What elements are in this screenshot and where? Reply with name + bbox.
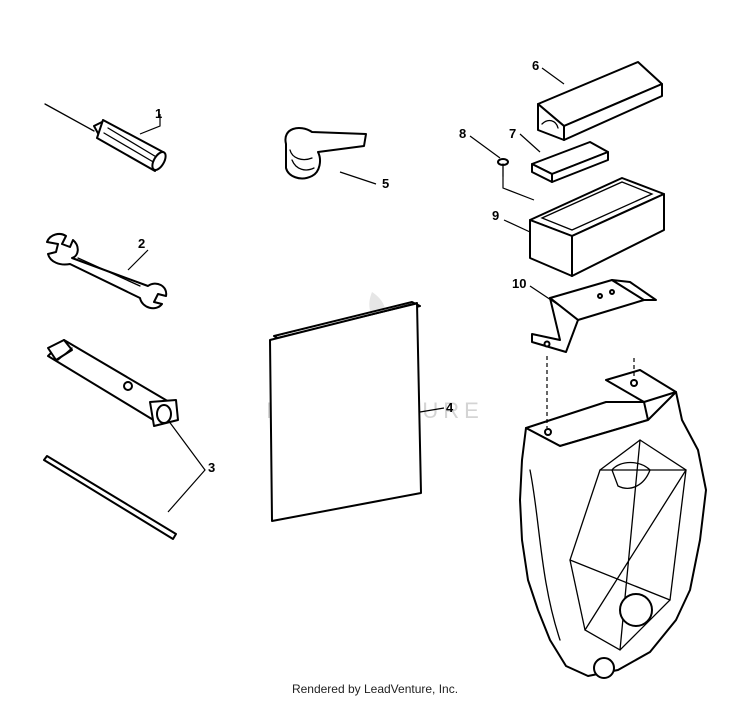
housing-mount-top bbox=[605, 369, 677, 403]
wrench-part bbox=[46, 233, 168, 310]
pad-part bbox=[531, 141, 609, 183]
callout-6: 6 bbox=[532, 58, 539, 73]
screw-part bbox=[497, 158, 509, 177]
leader-8b bbox=[502, 176, 535, 201]
leader-1 bbox=[139, 114, 161, 135]
leader-3 bbox=[167, 419, 206, 513]
callout-4: 4 bbox=[446, 400, 454, 415]
bracket-leg bbox=[531, 297, 579, 353]
leader-lines bbox=[127, 67, 635, 513]
box-side bbox=[571, 193, 665, 277]
callouts: 1 2 3 4 5 6 7 8 9 10 bbox=[138, 58, 539, 475]
tommy-bar bbox=[43, 455, 177, 540]
leader-9 bbox=[503, 219, 531, 233]
manual-cover bbox=[269, 302, 422, 522]
socket-part bbox=[47, 339, 179, 427]
callout-8: 8 bbox=[459, 126, 466, 141]
leader-6 bbox=[541, 67, 565, 85]
tool-box-part bbox=[529, 177, 665, 277]
leader-7 bbox=[519, 133, 541, 153]
socket-hex bbox=[156, 404, 172, 424]
housing-part bbox=[519, 369, 707, 679]
callout-3: 3 bbox=[208, 460, 215, 475]
lid-side bbox=[563, 83, 663, 141]
strap-part bbox=[284, 127, 367, 180]
screwdriver-part bbox=[44, 103, 167, 172]
callout-5: 5 bbox=[382, 176, 389, 191]
callout-7: 7 bbox=[509, 126, 516, 141]
housing-body bbox=[519, 391, 707, 677]
tool-box-lid-part bbox=[537, 61, 663, 141]
leader-8 bbox=[469, 135, 501, 159]
callout-2: 2 bbox=[138, 236, 145, 251]
callout-1: 1 bbox=[155, 106, 162, 121]
bracket-part bbox=[531, 279, 657, 353]
bar-part bbox=[43, 455, 177, 540]
strap-roll bbox=[284, 127, 367, 180]
callout-10: 10 bbox=[512, 276, 526, 291]
footer-credit: Rendered by LeadVenture, Inc. bbox=[291, 682, 459, 696]
leader-10 bbox=[529, 285, 561, 307]
callout-9: 9 bbox=[492, 208, 499, 223]
socket-end-a bbox=[47, 339, 73, 361]
screwdriver-shaft bbox=[44, 103, 95, 132]
leader-2 bbox=[127, 249, 149, 271]
leader-4 bbox=[419, 407, 445, 413]
leader-5 bbox=[339, 171, 377, 185]
manual-part bbox=[269, 301, 422, 522]
screwdriver-end bbox=[151, 150, 167, 172]
